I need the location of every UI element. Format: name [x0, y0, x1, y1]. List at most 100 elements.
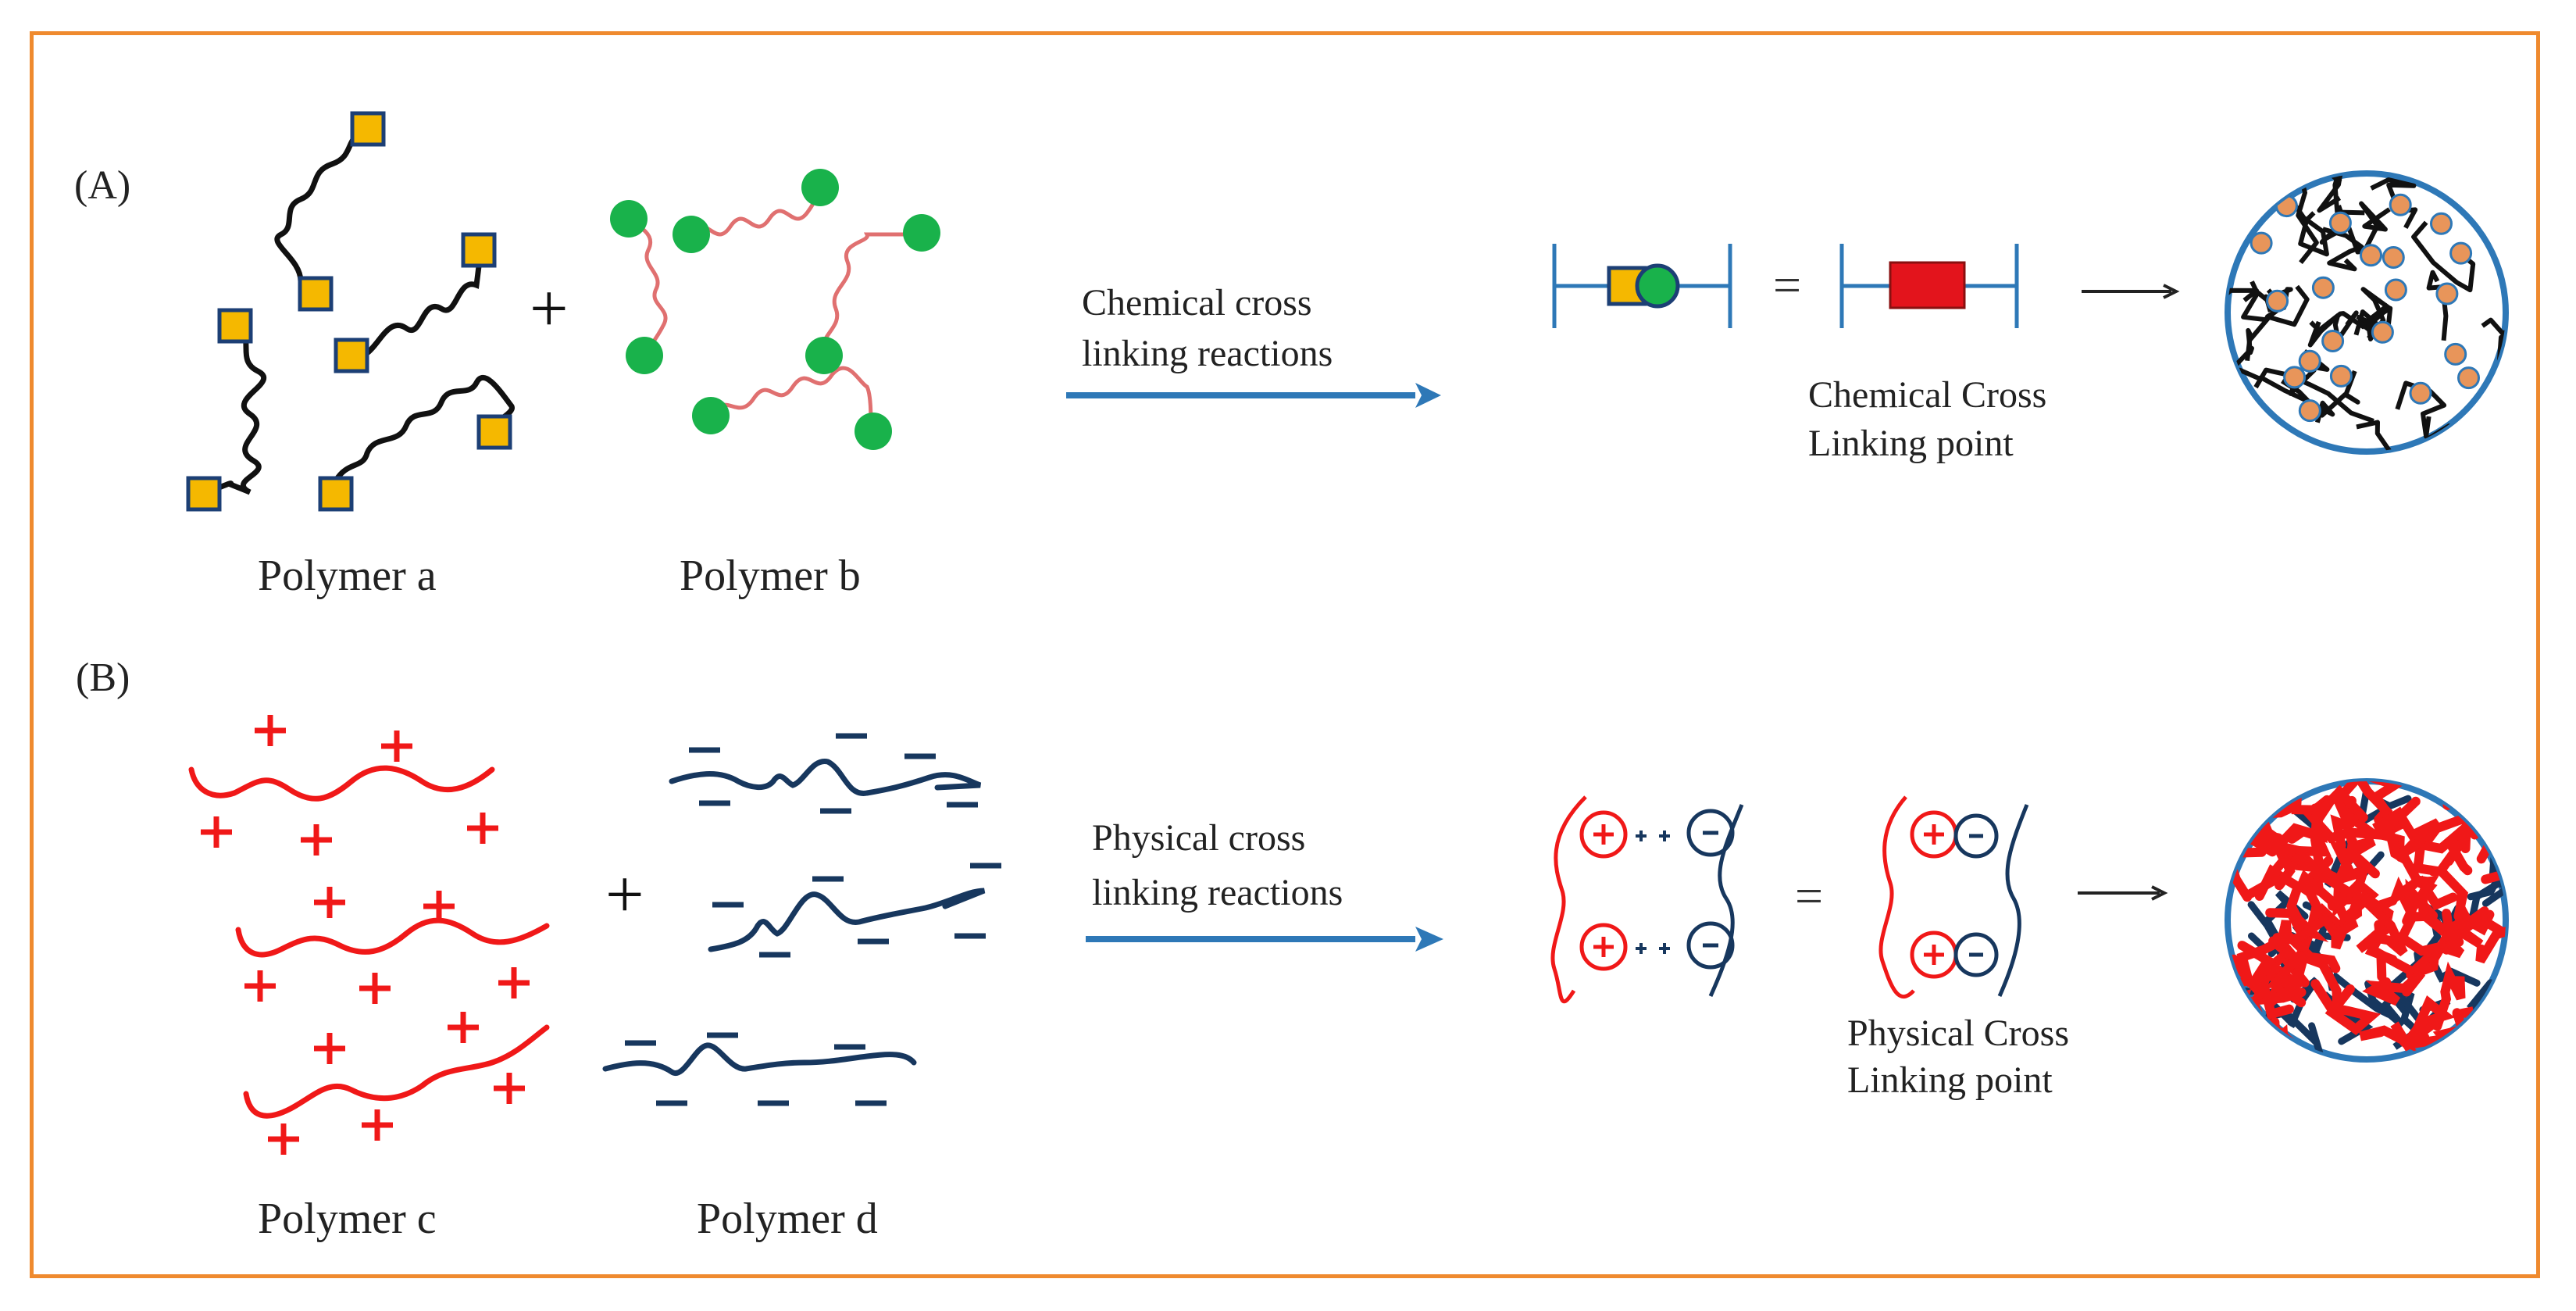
- crosslink-dot-icon: [2321, 330, 2345, 352]
- chemical-link-before: [1552, 244, 1732, 328]
- green-circle-icon: [903, 214, 940, 252]
- polymer-b-end-groups: [610, 169, 940, 450]
- panel-b-label: (B): [76, 656, 130, 700]
- negative-charges: [625, 733, 1001, 1106]
- polymer-a-chain: [204, 321, 267, 495]
- crosslink-dot-icon: [2457, 366, 2480, 390]
- polymer-d-chain: [602, 1042, 917, 1076]
- plus-icon: [268, 1123, 299, 1155]
- network-strand: [2330, 814, 2380, 879]
- crosslink-dot-icon: [2384, 278, 2407, 302]
- network-strand: [2250, 784, 2368, 823]
- crosslink-dot-icon: [2329, 364, 2353, 388]
- network-strand: [2309, 310, 2359, 342]
- network-strand: [2264, 950, 2342, 1011]
- polymer-b-chain: [820, 232, 922, 358]
- reaction-arrowhead-b: [1415, 927, 1443, 952]
- network-strand: [2435, 891, 2475, 955]
- network-strand: [2356, 891, 2398, 965]
- polymer-c-chain: [188, 765, 495, 802]
- crosslink-dot-icon: [2328, 211, 2352, 234]
- crosslink-dot-icon: [2444, 342, 2467, 366]
- chemical-arrow-text-line1: Chemical cross: [1082, 282, 1312, 323]
- polymer-d-chain: [708, 888, 986, 952]
- plus-operator-b: +: [605, 857, 644, 933]
- chemical-network-icon: [2225, 170, 2509, 455]
- green-circle-icon: [673, 216, 710, 253]
- plus-icon: [498, 967, 530, 998]
- yellow-square-icon: [217, 308, 253, 344]
- network-strand: [2281, 370, 2360, 418]
- physical-link-before: [1550, 795, 1744, 1004]
- plus-icon: [467, 813, 498, 844]
- network-strand: [2370, 177, 2418, 230]
- physical-network-icon: [2225, 778, 2509, 1063]
- network-strand: [2475, 907, 2506, 964]
- polymer-b-group: [623, 185, 922, 432]
- crosslink-dot-icon: [2250, 231, 2273, 255]
- plus-icon: [255, 715, 286, 746]
- plus-icon: [301, 824, 332, 856]
- network-strand: [2235, 781, 2274, 830]
- polymer-c-chain: [243, 1024, 550, 1119]
- green-circle-icon: [610, 200, 648, 238]
- network-strand: [2228, 989, 2255, 1036]
- physical-point-text-line2: Linking point: [1847, 1059, 2053, 1101]
- network-strand: [2246, 173, 2288, 201]
- network-strand: [2244, 839, 2302, 899]
- network-strand: [2397, 848, 2448, 934]
- equals-sign-a: =: [1773, 257, 1802, 313]
- network-strand: [2317, 173, 2347, 213]
- crosslink-dot-icon: [2298, 399, 2321, 423]
- physical-arrow-text-line1: Physical cross: [1092, 817, 1306, 859]
- network-strand: [2270, 173, 2319, 264]
- plus-operator-a: +: [530, 271, 569, 347]
- network-strand: [2253, 367, 2374, 423]
- crosslink-dot-icon: [2430, 212, 2453, 235]
- yellow-square-icon: [461, 232, 497, 268]
- polymer-d-chain: [669, 759, 982, 796]
- crosslink-dot-icon: [2382, 246, 2405, 269]
- chemical-point-text-line2: Linking point: [1808, 423, 2014, 464]
- network-strand: [2295, 870, 2338, 931]
- plus-icon: [314, 887, 345, 918]
- plus-icon: [201, 816, 232, 848]
- network-strand: [2385, 876, 2439, 920]
- polymer-d-group: [602, 759, 986, 1076]
- crosslink-dot-icon: [2409, 381, 2432, 405]
- crosslink-dot-icon: [2435, 282, 2459, 305]
- plus-icon: [244, 970, 276, 1002]
- green-circle-icon: [805, 337, 843, 374]
- panel-a-label: (A): [74, 163, 131, 208]
- network-strand: [2265, 902, 2341, 960]
- crosslink-dot-icon: [2389, 193, 2412, 216]
- plus-icon: [448, 1012, 479, 1043]
- network-strand: [2228, 1024, 2289, 1059]
- polymer-a-end-groups: [186, 111, 512, 512]
- equals-sign-b: =: [1795, 868, 1824, 923]
- polymer-a-group: [204, 126, 515, 495]
- yellow-square-icon: [186, 476, 222, 512]
- network-strand: [2435, 838, 2473, 921]
- crosslink-dot-icon: [2371, 320, 2394, 344]
- polymer-a-chain: [274, 126, 370, 296]
- polymer-c-group: [188, 765, 550, 1119]
- network-strand: [2476, 827, 2506, 864]
- polymer-b-label: Polymer b: [680, 552, 861, 600]
- polymer-c-chain: [235, 917, 550, 958]
- positive-charges: [201, 715, 530, 1155]
- network-strand: [2268, 902, 2360, 946]
- crosslink-dot-icon: [2449, 241, 2473, 265]
- green-circle-icon: [1635, 263, 1680, 309]
- plus-icon: [423, 891, 455, 922]
- yellow-square-icon: [298, 276, 334, 312]
- polymer-d-label: Polymer d: [697, 1195, 878, 1243]
- crosslink-dot-icon: [2311, 276, 2335, 299]
- network-strand: [2359, 201, 2391, 249]
- crosslink-dot-icon: [2266, 289, 2289, 313]
- green-circle-icon: [692, 397, 730, 434]
- network-strand: [2277, 1022, 2336, 1059]
- yellow-square-icon: [476, 414, 512, 450]
- network-strand: [2310, 979, 2382, 1035]
